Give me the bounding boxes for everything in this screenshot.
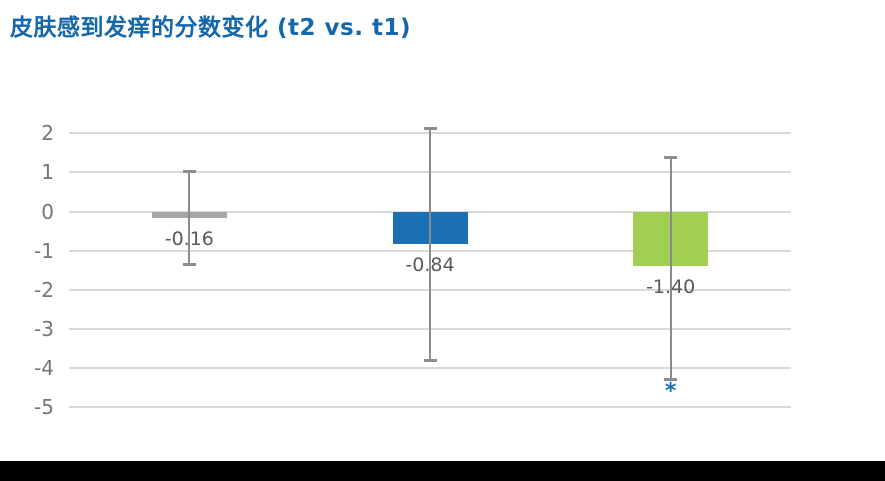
bar-data-label: -0.84 <box>405 254 455 277</box>
y-axis-tick-label: 1 <box>41 160 54 185</box>
significance-asterisk: * <box>664 379 677 404</box>
bar-data-label: -0.16 <box>164 227 214 250</box>
bottom-black-bar <box>0 461 885 481</box>
error-bar-line <box>188 171 191 265</box>
error-bar-line <box>429 128 431 360</box>
y-axis-tick-label: 2 <box>41 121 54 146</box>
y-gridline <box>69 405 791 408</box>
error-bar-cap-top <box>664 155 678 159</box>
error-bar-cap-top <box>423 127 437 131</box>
y-gridline <box>69 366 791 369</box>
error-bar-line <box>669 156 672 379</box>
y-axis-tick-label: -1 <box>34 238 54 263</box>
error-bar-cap-bottom <box>664 377 678 381</box>
error-bar-cap-top <box>182 170 196 174</box>
error-bar-cap-bottom <box>182 263 196 267</box>
y-axis-tick-label: -3 <box>34 316 54 341</box>
y-axis-tick-label: -2 <box>34 277 54 302</box>
bar-data-label: -1.40 <box>646 276 696 299</box>
y-axis-tick-label: -4 <box>34 355 54 380</box>
y-axis-tick-label: -5 <box>34 394 54 419</box>
y-axis-tick-label: 0 <box>41 199 54 224</box>
error-bar-cap-bottom <box>423 358 437 362</box>
chart-title: 皮肤感到发痒的分数变化 (t2 vs. t1) <box>10 15 411 41</box>
